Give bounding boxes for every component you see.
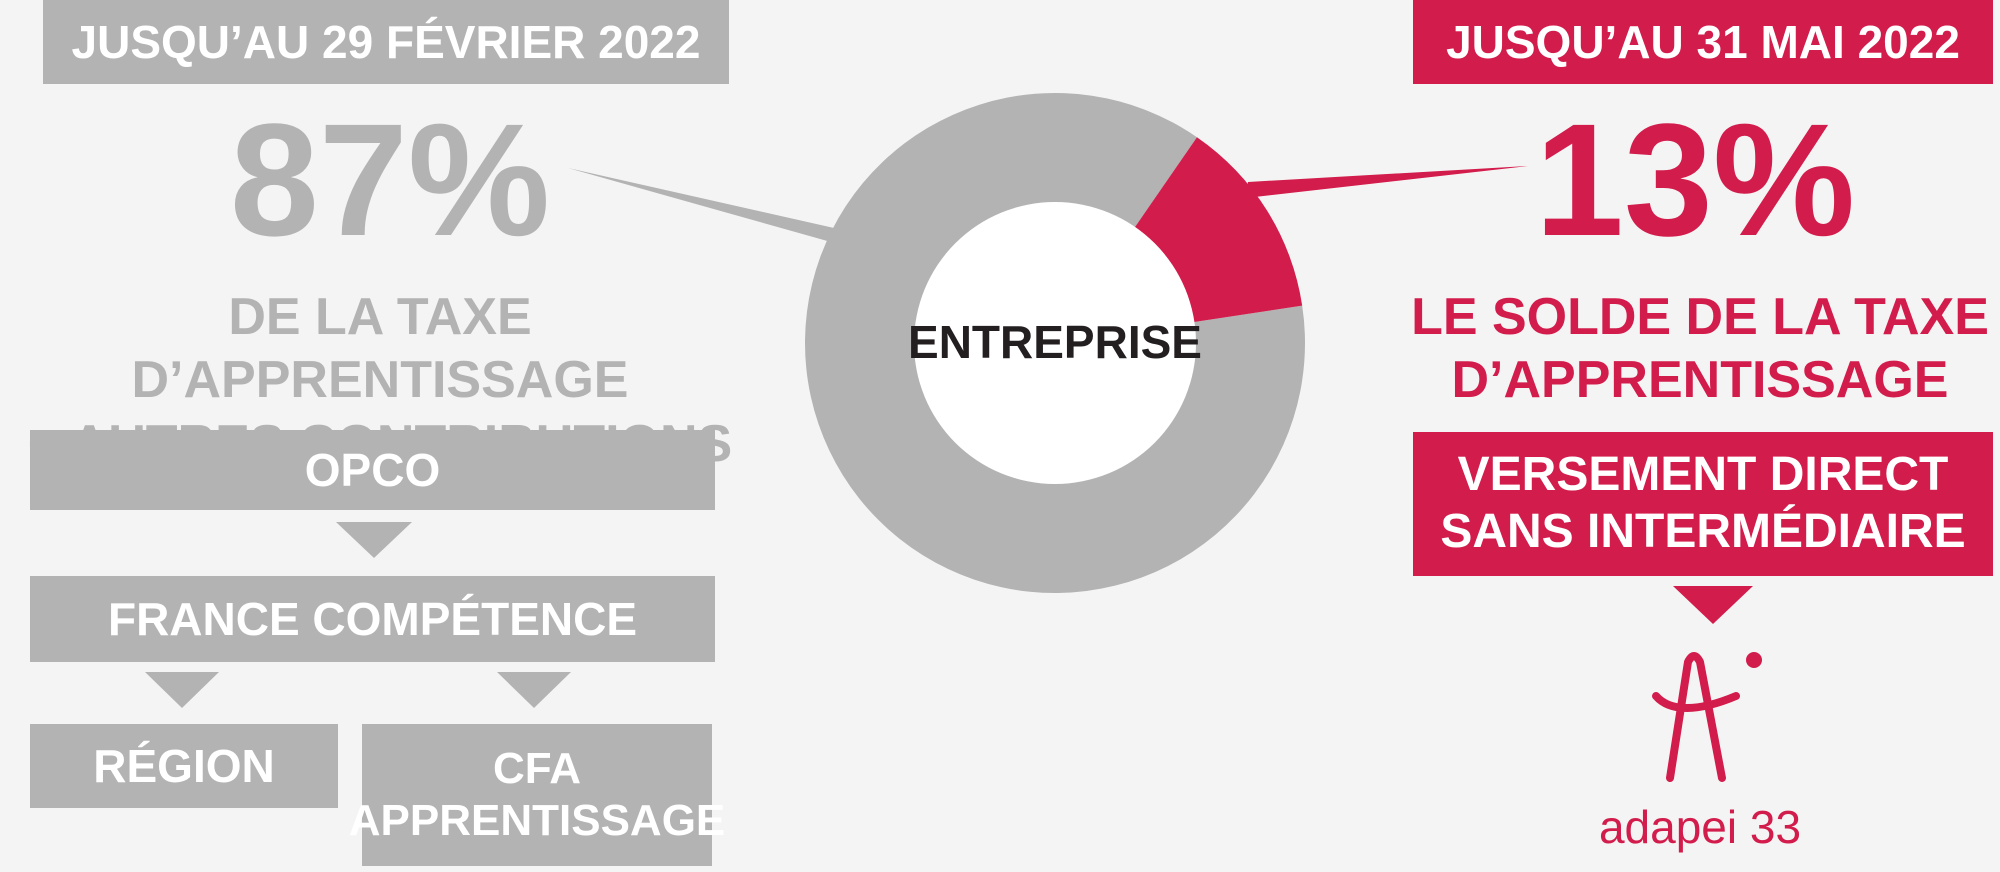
left-percent: 87% xyxy=(229,90,551,269)
cfa-label-line1: CFA xyxy=(493,744,581,794)
center-label: ENTREPRISE xyxy=(908,316,1202,368)
region-box: RÉGION xyxy=(30,724,338,808)
cfa-box: CFA APPRENTISSAGE xyxy=(349,724,725,866)
pink-pointer-wedge xyxy=(1246,166,1528,198)
left-date-banner-text: JUSQU’AU 29 FÉVRIER 2022 xyxy=(71,15,701,68)
region-label: RÉGION xyxy=(93,739,275,792)
adapei-logo-text: adapei 33 xyxy=(1598,801,1802,853)
donut-center xyxy=(914,202,1196,484)
opco-label: OPCO xyxy=(304,443,441,496)
cfa-down-arrow xyxy=(497,672,571,708)
direct-payment-down-arrow xyxy=(1673,586,1753,624)
right-description-line2: D’APPRENTISSAGE xyxy=(1451,351,1949,410)
direct-payment-line1: VERSEMENT DIRECT xyxy=(1457,448,1949,502)
right-date-banner: JUSQU’AU 31 MAI 2022 xyxy=(1413,0,1993,84)
region-down-arrow xyxy=(145,672,219,708)
direct-payment-line2: SANS INTERMÉDIAIRE xyxy=(1440,505,1966,558)
right-description: LE SOLDE DE LA TAXE D’APPRENTISSAGE xyxy=(1400,286,2000,413)
right-description-line1: LE SOLDE DE LA TAXE xyxy=(1411,288,1989,346)
left-date-banner: JUSQU’AU 29 FÉVRIER 2022 xyxy=(43,0,729,84)
grey-pointer-wedge xyxy=(568,168,838,244)
france-competence-box: FRANCE COMPÉTENCE xyxy=(30,576,715,662)
opco-box: OPCO xyxy=(30,430,715,510)
cfa-label-line2: APPRENTISSAGE xyxy=(348,796,726,845)
right-percent: 13% xyxy=(1534,90,1856,269)
right-date-banner-text: JUSQU’AU 31 MAI 2022 xyxy=(1446,15,1960,68)
direct-payment-box: VERSEMENT DIRECT SANS INTERMÉDIAIRE xyxy=(1413,432,1993,576)
opco-down-arrow xyxy=(336,522,412,558)
left-description-line1: DE LA TAXE D’APPRENTISSAGE xyxy=(131,288,629,410)
adapei-logo-icon xyxy=(1652,652,1762,782)
grey-slice xyxy=(805,92,1305,593)
france-competence-label: FRANCE COMPÉTENCE xyxy=(107,592,638,645)
